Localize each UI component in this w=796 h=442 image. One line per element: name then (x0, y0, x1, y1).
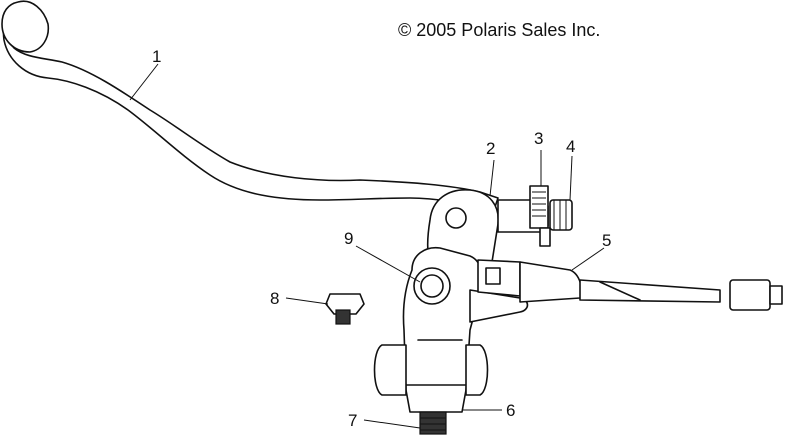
callout-labels: 1 2 3 4 5 6 7 8 9 (152, 47, 611, 430)
callout-4: 4 (566, 137, 575, 156)
perch-body (402, 189, 529, 413)
leader-lines (129, 63, 605, 429)
copyright-notice: © 2005 Polaris Sales Inc. (398, 20, 601, 40)
handlebar-tube (373, 344, 489, 396)
cable (477, 259, 783, 311)
adjuster-assembly (497, 185, 573, 247)
bottom-adjuster (419, 411, 447, 435)
lock-nut (325, 293, 365, 325)
callout-3: 3 (534, 129, 543, 148)
callout-8: 8 (270, 289, 279, 308)
callout-9: 9 (344, 229, 353, 248)
callout-6: 6 (506, 401, 515, 420)
callout-5: 5 (602, 231, 611, 250)
callout-2: 2 (486, 139, 495, 158)
callout-7: 7 (348, 411, 357, 430)
callout-1: 1 (152, 47, 161, 66)
